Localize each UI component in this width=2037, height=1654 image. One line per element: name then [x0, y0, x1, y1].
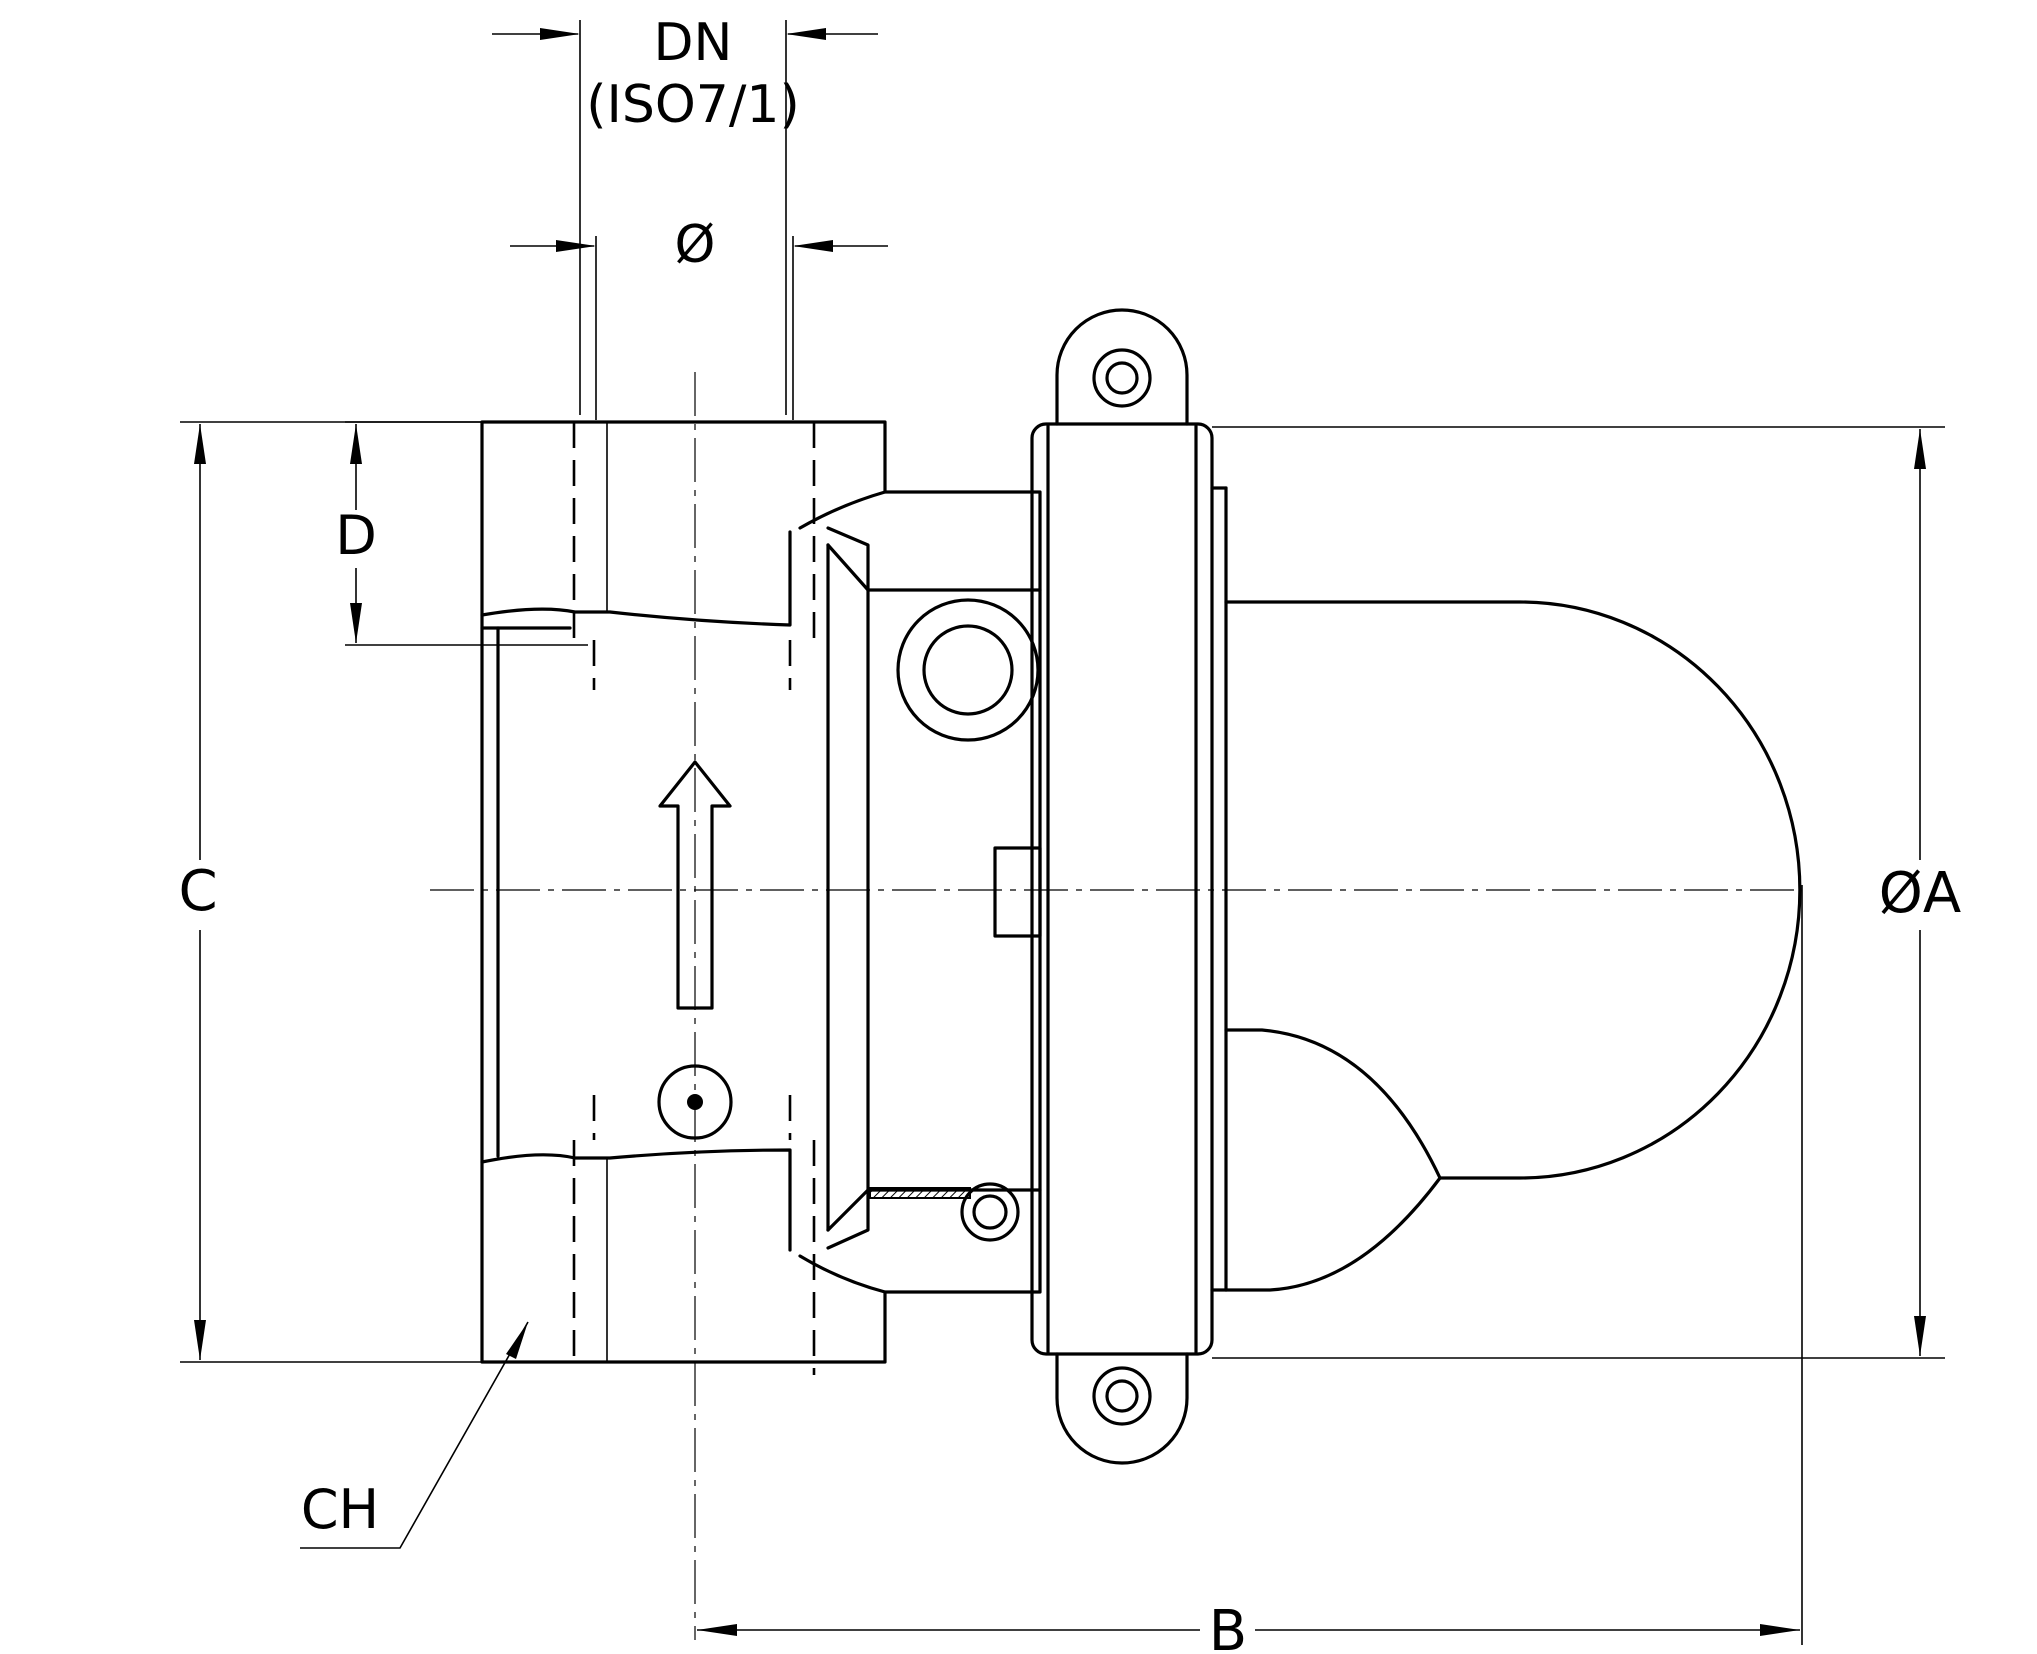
hex-size-arrow — [506, 1322, 528, 1359]
bonnet-left-side — [826, 526, 870, 1250]
hex-size-label: CH — [301, 1478, 379, 1541]
top-lug — [1055, 308, 1189, 426]
drain-port-outer — [657, 1064, 733, 1140]
body-outline — [480, 420, 1042, 1364]
drain-port-dot — [687, 1094, 703, 1110]
d-arrow-top — [350, 424, 362, 464]
b-arrow-left — [697, 1624, 737, 1636]
dome-cover — [1224, 600, 1802, 1292]
lower-boss-outer — [960, 1182, 1020, 1242]
hex-size-leader — [300, 1321, 529, 1549]
lower-bowl-upper — [1224, 1028, 1442, 1180]
d-arrow-bottom — [350, 603, 362, 643]
b-arrow-right — [1760, 1624, 1800, 1636]
body-height-label: C — [178, 859, 217, 924]
drain-port — [657, 1064, 733, 1140]
lower-bowl-lower — [1224, 1176, 1442, 1292]
upper-chamfer — [798, 490, 887, 530]
bore-diameter-label: Ø — [675, 215, 716, 275]
flow-direction-arrow — [658, 760, 732, 1010]
dimensions: DN (ISO7/1) Ø D C ØA — [178, 13, 1961, 1654]
bottom-lug-hole-inner — [1105, 1379, 1139, 1413]
overall-length-label: B — [1209, 1599, 1247, 1654]
dn-label: DN — [654, 13, 733, 73]
bonnet-lower-taper — [826, 1188, 1042, 1232]
cover-flange — [1030, 308, 1228, 1465]
trap-bonnet — [826, 526, 1042, 1250]
side-stub — [993, 846, 1042, 938]
dome-outline — [1224, 600, 1802, 1180]
dn-arrow-left — [540, 28, 580, 40]
upper-bore-profile — [480, 530, 792, 627]
center-lines — [430, 372, 1800, 1640]
upper-boss-outer — [896, 598, 1040, 742]
lower-chamfer — [798, 1254, 887, 1294]
strainer-element — [869, 1187, 971, 1199]
valve-body — [480, 420, 1042, 1375]
thread-depth-label: D — [335, 504, 377, 567]
dn-arrow-right — [786, 28, 826, 40]
flange-ring — [1030, 422, 1214, 1356]
bottom-lug — [1055, 1352, 1189, 1465]
bottom-lug-hole-outer — [1092, 1366, 1152, 1426]
bore-arrow-right — [793, 240, 833, 252]
cover-diameter-label: ØA — [1879, 861, 1961, 926]
a-arrow-top — [1914, 429, 1926, 469]
lower-bore-profile — [480, 1148, 792, 1252]
lower-boss-inner — [972, 1194, 1008, 1230]
top-lug-hole-outer — [1092, 348, 1152, 408]
top-lug-hole-inner — [1105, 361, 1139, 395]
c-arrow-bottom — [194, 1320, 206, 1360]
a-arrow-bottom — [1914, 1316, 1926, 1356]
c-arrow-top — [194, 424, 206, 464]
dn-standard-label: (ISO7/1) — [586, 75, 800, 135]
bore-arrow-left — [556, 240, 596, 252]
bonnet-upper-taper — [826, 543, 1042, 592]
upper-boss-inner — [922, 624, 1014, 716]
